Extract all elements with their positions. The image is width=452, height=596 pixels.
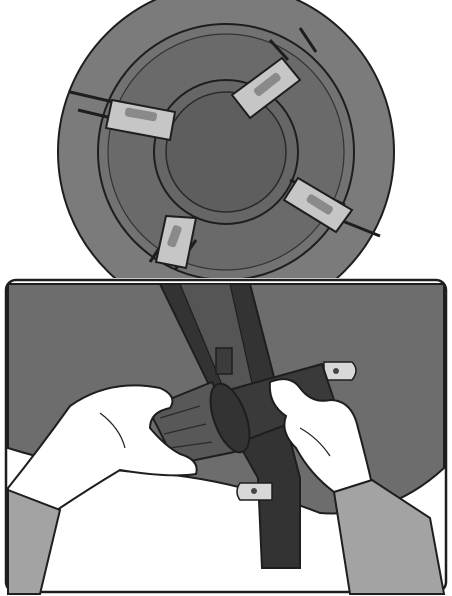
metal-bracket-bottom — [237, 483, 272, 500]
wheel-illustration — [0, 0, 452, 278]
wheel-hub — [154, 80, 298, 224]
strap-threading-illustration — [0, 278, 452, 596]
metal-bracket-top — [324, 362, 356, 380]
